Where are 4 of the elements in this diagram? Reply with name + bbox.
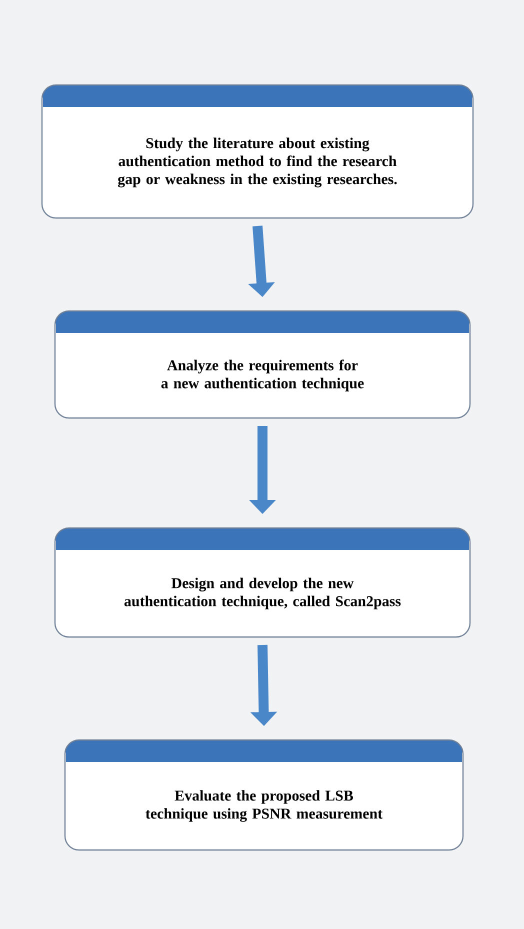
process-box: Design and develop the new authentication technique, called Scan2pass [54,527,471,638]
process-box: Evaluate the proposed LSB technique using PSNR measurement [64,739,464,851]
process-box: Study the literature about existing authentication method to find the research gap or weakness in the existing researches. [41,84,474,219]
process-box: Analyze the requirements for a new authentication technique [54,310,471,419]
